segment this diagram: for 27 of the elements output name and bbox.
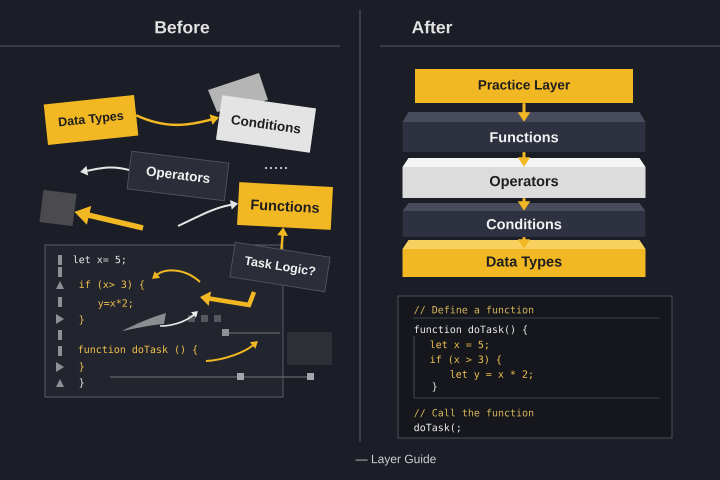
section-heading: After: [412, 20, 452, 34]
comment-line: // Call the function: [414, 408, 534, 418]
code-panel: [398, 296, 672, 438]
code-line: let x= 5;: [73, 255, 125, 265]
code-line: function doTask() {: [414, 325, 527, 335]
code-line: y=x*2;: [98, 299, 132, 309]
square-tile: [39, 190, 77, 226]
code-line: let x = 5;: [430, 340, 488, 350]
code-line: }: [80, 315, 84, 325]
code-line: function doTask () {: [78, 345, 198, 355]
layer-block: Conditions: [402, 203, 646, 237]
comment-line: // Define a function: [414, 306, 534, 314]
layer-block: Operators: [402, 158, 646, 198]
topic-card: Operators: [126, 150, 230, 202]
code-line: if (x> 3) {: [80, 280, 144, 290]
layer-block: Functions: [402, 112, 646, 152]
code-line: }: [80, 378, 84, 388]
code-line: if (x > 3) {: [430, 355, 501, 365]
section-heading: Before: [155, 20, 210, 34]
code-line: let y = x * 2;: [450, 370, 532, 380]
code-line: doTask(;: [414, 424, 460, 432]
layer-block: Practice Layer: [415, 69, 633, 103]
code-line: }: [432, 382, 437, 392]
layer-block: Data Types: [402, 240, 646, 277]
code-line: }: [80, 362, 84, 372]
topic-card: Task Logic?: [229, 242, 331, 292]
caption: — Layer Guide: [356, 454, 436, 466]
